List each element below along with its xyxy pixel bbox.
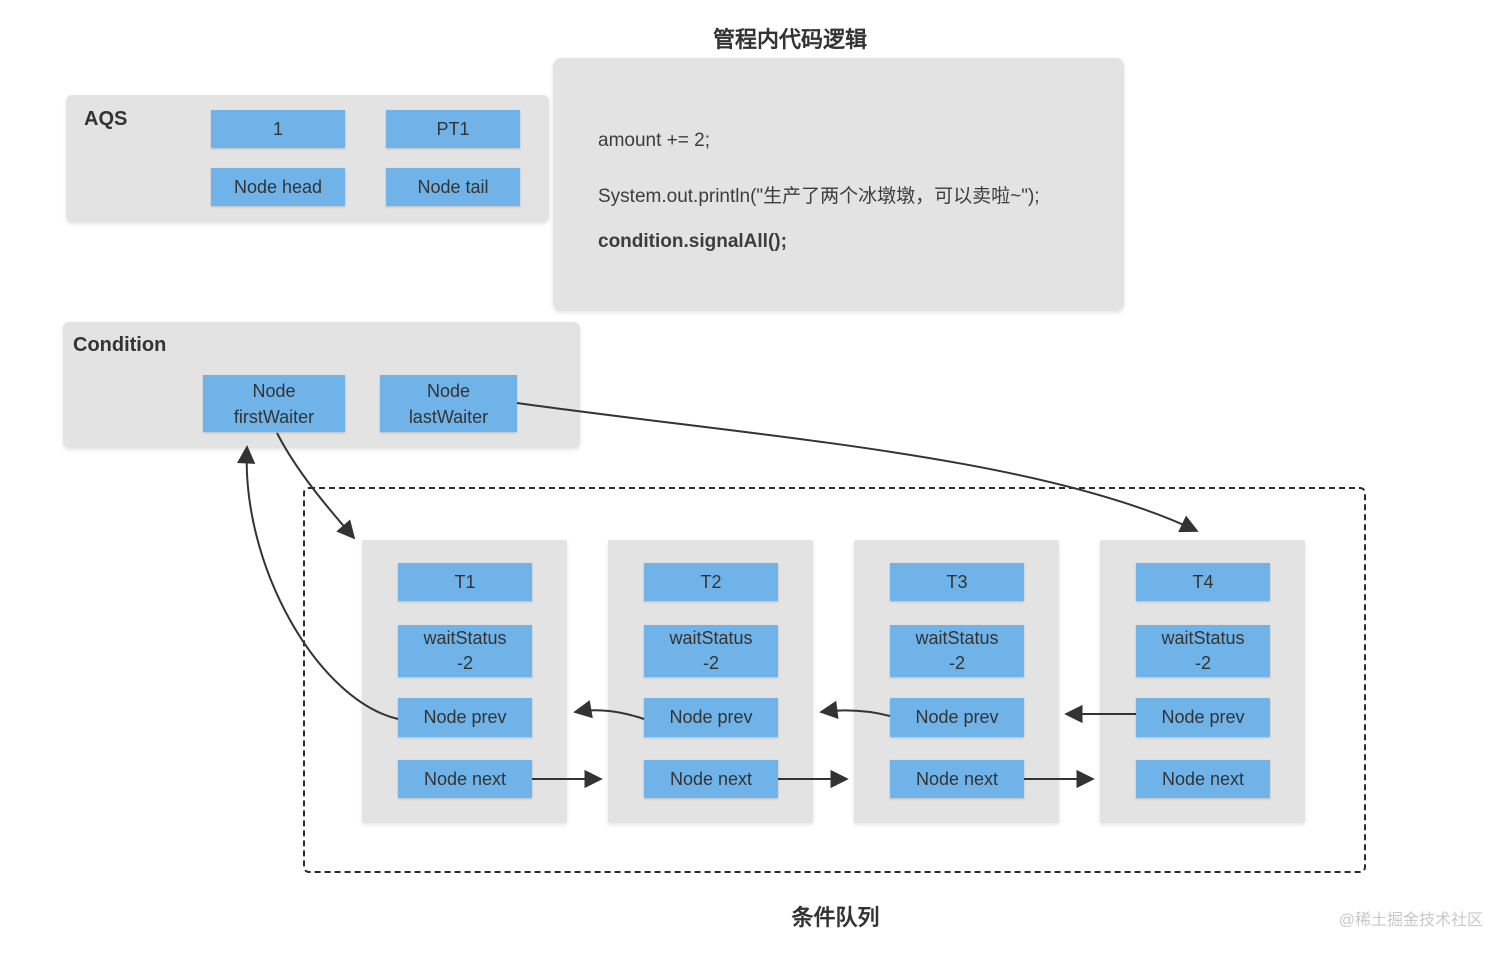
- condition-lastwaiter-cell: Node lastWaiter: [380, 375, 517, 432]
- t4-node-prev-cell: Node prev: [1136, 698, 1270, 737]
- aqs-state-cell: 1: [211, 110, 345, 148]
- t3-node-prev-cell: Node prev: [890, 698, 1024, 737]
- aqs-node-head-cell: Node head: [211, 168, 345, 206]
- monitor-code-panel: amount += 2; System.out.println("生产了两个冰墩…: [553, 58, 1124, 311]
- t1-node-next-cell: Node next: [398, 760, 532, 798]
- t2-waitstatus-cell: waitStatus -2: [644, 625, 778, 677]
- firstwaiter-line1: Node: [252, 380, 296, 401]
- aqs-label: AQS: [84, 108, 128, 130]
- lastwaiter-line2: lastWaiter: [408, 406, 489, 427]
- t1-node-prev-cell: Node prev: [398, 698, 532, 737]
- watermark-text: @稀土掘金技术社区: [1338, 912, 1483, 929]
- t3-waitstatus-label: waitStatus: [915, 628, 999, 648]
- t3-waitstatus-cell: waitStatus -2: [890, 625, 1024, 677]
- t3-waitstatus-value: -2: [948, 653, 965, 673]
- t2-waitstatus-value: -2: [702, 653, 719, 673]
- queue-node-t4: T4 waitStatus -2 Node prev Node next: [1100, 540, 1305, 823]
- lastwaiter-line1: Node: [426, 380, 471, 401]
- aqs-panel: AQS 1 PT1 Node head Node tail: [66, 95, 549, 222]
- t2-node-next-cell: Node next: [644, 760, 778, 798]
- t1-waitstatus-value: -2: [456, 653, 473, 673]
- queue-node-t2: T2 waitStatus -2 Node prev Node next: [608, 540, 813, 823]
- condition-queue-label: 条件队列: [791, 905, 880, 930]
- t4-waitstatus-label: waitStatus: [1161, 628, 1245, 648]
- t1-thread-cell: T1: [398, 563, 532, 601]
- firstwaiter-line2: firstWaiter: [233, 406, 315, 427]
- t2-thread-cell: T2: [644, 563, 778, 601]
- t4-thread-cell: T4: [1136, 563, 1270, 601]
- aqs-node-tail-cell: Node tail: [386, 168, 520, 206]
- code-line-amount: amount += 2;: [598, 130, 710, 151]
- code-line-println: System.out.println("生产了两个冰墩墩，可以卖啦~");: [598, 186, 1040, 207]
- queue-node-t3: T3 waitStatus -2 Node prev Node next: [854, 540, 1059, 823]
- t2-waitstatus-label: waitStatus: [669, 628, 753, 648]
- t4-waitstatus-value: -2: [1194, 653, 1211, 673]
- queue-node-t1: T1 waitStatus -2 Node prev Node next: [362, 540, 567, 823]
- t1-waitstatus-cell: waitStatus -2: [398, 625, 532, 677]
- condition-firstwaiter-cell: Node firstWaiter: [203, 375, 345, 432]
- t1-waitstatus-label: waitStatus: [423, 628, 507, 648]
- code-line-signalall: condition.signalAll();: [598, 231, 787, 252]
- condition-label: Condition: [73, 334, 167, 356]
- t3-thread-cell: T3: [890, 563, 1024, 601]
- t2-node-prev-cell: Node prev: [644, 698, 778, 737]
- diagram-title: 管程内代码逻辑: [712, 27, 867, 52]
- aqs-owner-thread-cell: PT1: [386, 110, 520, 148]
- condition-panel: Condition Node firstWaiter Node lastWait…: [63, 322, 580, 448]
- t4-waitstatus-cell: waitStatus -2: [1136, 625, 1270, 677]
- t3-node-next-cell: Node next: [890, 760, 1024, 798]
- t4-node-next-cell: Node next: [1136, 760, 1270, 798]
